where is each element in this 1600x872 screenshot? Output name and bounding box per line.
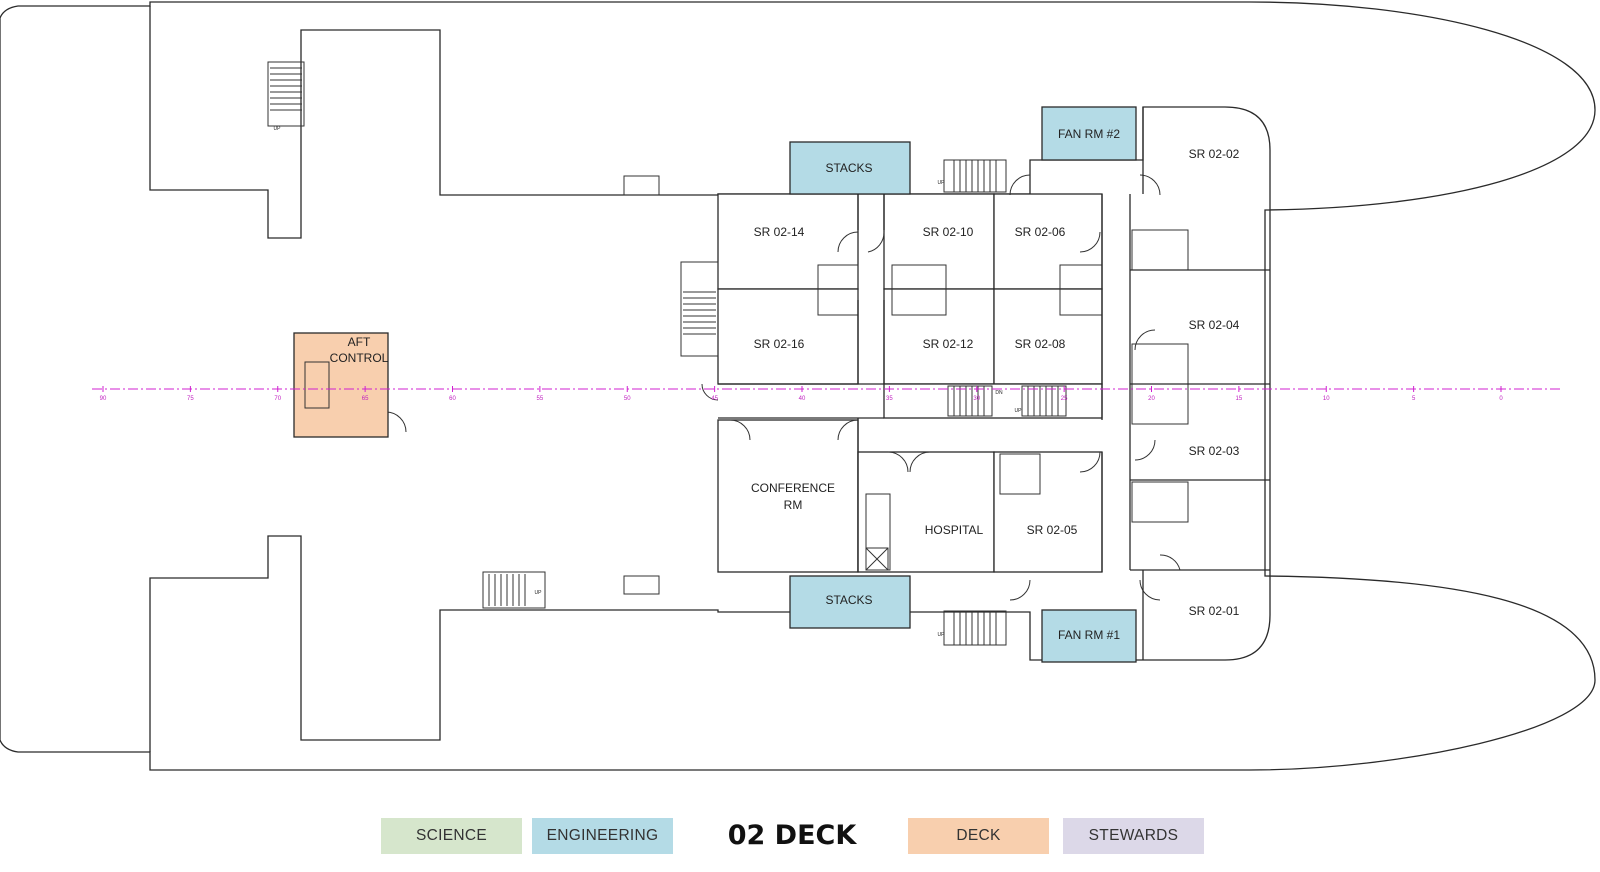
frame-tick-label: 15 bbox=[1236, 396, 1243, 402]
room-sr-02-14 bbox=[717, 193, 859, 290]
frame-tick-label: 25 bbox=[1061, 396, 1068, 402]
stair-up-label: UP bbox=[938, 180, 946, 186]
frame-tick-label: 40 bbox=[799, 396, 806, 402]
frame-tick-label: 20 bbox=[1148, 396, 1155, 402]
label-sr-02-06: SR 02-06 bbox=[1015, 225, 1066, 239]
frame-tick-label: 70 bbox=[274, 396, 281, 402]
stair-dn-label: DN bbox=[995, 390, 1003, 396]
frame-tick-label: 0 bbox=[1499, 396, 1503, 402]
frame-tick-label: 35 bbox=[886, 396, 893, 402]
stair-up-label: UP bbox=[274, 126, 282, 132]
room-sr-02-12 bbox=[883, 288, 995, 385]
label-conference-line2: RM bbox=[784, 498, 803, 512]
room-aft-control bbox=[293, 332, 389, 438]
label-hospital: HOSPITAL bbox=[925, 523, 984, 537]
legend-deck: DECK bbox=[908, 818, 1049, 854]
label-stacks-upper: STACKS bbox=[825, 161, 872, 175]
frame-tick-label: 50 bbox=[624, 396, 631, 402]
stair-aft-upper: UP bbox=[267, 61, 305, 132]
frame-tick-label: 55 bbox=[537, 396, 544, 402]
label-conference-line1: CONFERENCE bbox=[751, 481, 835, 495]
room-sr-02-16 bbox=[717, 288, 859, 385]
vent-box-upper bbox=[623, 175, 660, 196]
label-sr-02-02: SR 02-02 bbox=[1189, 147, 1240, 161]
stair-aft-lower: UP bbox=[482, 571, 546, 609]
label-sr-02-10: SR 02-10 bbox=[923, 225, 974, 239]
frame-tick-label: 65 bbox=[362, 396, 369, 402]
legend-engineering: ENGINEERING bbox=[532, 818, 673, 854]
aft-control-console bbox=[304, 361, 330, 409]
room-conference bbox=[717, 419, 859, 573]
frame-tick-label: 60 bbox=[449, 396, 456, 402]
frame-tick-label: 45 bbox=[711, 396, 718, 402]
room-hospital bbox=[857, 451, 995, 573]
label-sr-02-05: SR 02-05 bbox=[1027, 523, 1078, 537]
label-sr-02-16: SR 02-16 bbox=[754, 337, 805, 351]
label-aft-control-line1: AFT bbox=[348, 335, 371, 349]
legend-science: SCIENCE bbox=[381, 818, 522, 854]
stair-up-label: UP bbox=[535, 590, 543, 596]
hull-outline bbox=[0, 1, 1596, 771]
legend-stewards-label: STEWARDS bbox=[1088, 827, 1179, 844]
legend-stewards: STEWARDS bbox=[1063, 818, 1204, 854]
frame-tick-label: 90 bbox=[100, 396, 107, 402]
room-sr-02-10 bbox=[883, 193, 995, 290]
label-fan-rm-1: FAN RM #1 bbox=[1058, 628, 1120, 642]
legend-science-label: SCIENCE bbox=[415, 827, 487, 844]
stair-fwd-upper: UP bbox=[938, 159, 1007, 193]
room-sr-02-05 bbox=[993, 451, 1103, 573]
label-fan-rm-2: FAN RM #2 bbox=[1058, 127, 1120, 141]
room-stacks-lower bbox=[789, 575, 911, 629]
stair-hall-stairs: DN UP bbox=[947, 385, 1067, 417]
room-fan-rm-1 bbox=[1041, 609, 1137, 663]
frame-tick-label: 75 bbox=[187, 396, 194, 402]
label-sr-02-01: SR 02-01 bbox=[1189, 604, 1240, 618]
legend-deck-label: DECK bbox=[956, 827, 1001, 844]
stair-mid-left bbox=[680, 261, 719, 357]
vent-box-lower bbox=[623, 575, 660, 595]
label-aft-control-line2: CONTROL bbox=[330, 351, 389, 365]
label-sr-02-12: SR 02-12 bbox=[923, 337, 974, 351]
stair-up-label: UP bbox=[938, 632, 946, 638]
label-sr-02-08: SR 02-08 bbox=[1015, 337, 1066, 351]
fwd-corridor-walls bbox=[718, 107, 1270, 660]
frame-tick-label: 30 bbox=[973, 396, 980, 402]
label-sr-02-03: SR 02-03 bbox=[1189, 444, 1240, 458]
frame-tick-label: 10 bbox=[1323, 396, 1330, 402]
room-sr-02-06 bbox=[993, 193, 1103, 290]
stair-up-label: UP bbox=[1015, 408, 1023, 414]
room-stacks-upper bbox=[789, 141, 911, 195]
label-sr-02-04: SR 02-04 bbox=[1189, 318, 1240, 332]
deck-title: 02 DECK bbox=[727, 819, 857, 851]
frame-tick-label: 5 bbox=[1412, 396, 1416, 402]
label-sr-02-14: SR 02-14 bbox=[754, 225, 805, 239]
room-fan-rm-2 bbox=[1041, 106, 1137, 161]
label-stacks-lower: STACKS bbox=[825, 593, 872, 607]
legend-engineering-label: ENGINEERING bbox=[546, 827, 659, 844]
stair-fwd-lower: UP bbox=[938, 610, 1007, 646]
